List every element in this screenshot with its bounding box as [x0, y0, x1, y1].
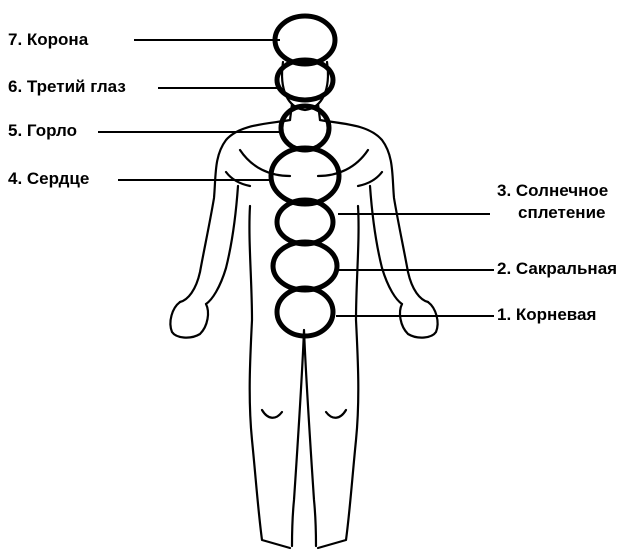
chakra-ring-throat — [281, 106, 329, 150]
label-sacral: 2. Сакральная — [497, 259, 617, 279]
label-crown: 7. Корона — [8, 30, 88, 50]
label-solar-line2: сплетение — [518, 202, 605, 224]
label-heart: 4. Сердце — [8, 169, 89, 189]
label-solar-line1: 3. Солнечное — [497, 180, 608, 202]
chakra-ring-crown — [275, 16, 335, 64]
head-outline — [282, 62, 328, 110]
chakra-ring-sacral — [273, 242, 337, 290]
chakra-ring-solar — [277, 200, 333, 244]
label-third-eye: 6. Третий глаз — [8, 77, 126, 97]
knee-lines — [262, 410, 346, 418]
right-hand — [400, 302, 438, 338]
label-root: 1. Корневая — [497, 305, 596, 325]
chakra-ring-root — [277, 288, 333, 336]
legs-outline — [249, 206, 358, 548]
label-throat: 5. Горло — [8, 121, 77, 141]
left-hand — [170, 302, 208, 338]
